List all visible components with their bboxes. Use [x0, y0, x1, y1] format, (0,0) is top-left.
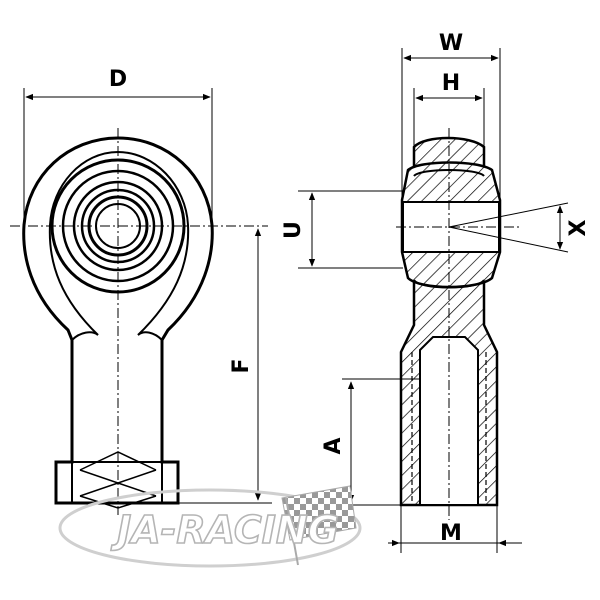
- dimension-d: D: [23, 67, 213, 226]
- dimension-h: H: [413, 71, 485, 147]
- label-u: U: [281, 221, 306, 239]
- logo-text: JA-RACING: [110, 508, 339, 552]
- label-h: H: [442, 71, 460, 96]
- dimension-x: X: [448, 202, 591, 253]
- label-f: F: [229, 358, 254, 373]
- ja-racing-logo: JA-RACING: [58, 485, 362, 568]
- label-d: D: [109, 67, 127, 92]
- dimension-m: M: [388, 505, 522, 553]
- label-x: X: [566, 219, 591, 236]
- dimension-a: A: [321, 378, 420, 506]
- dimension-f: F: [178, 228, 272, 504]
- label-m: M: [440, 521, 462, 546]
- front-view: [10, 128, 268, 515]
- label-w: W: [439, 31, 463, 56]
- section-view: [396, 128, 520, 520]
- dimension-u: U: [281, 190, 403, 269]
- dimension-w: W: [401, 31, 501, 200]
- label-a: A: [321, 437, 346, 454]
